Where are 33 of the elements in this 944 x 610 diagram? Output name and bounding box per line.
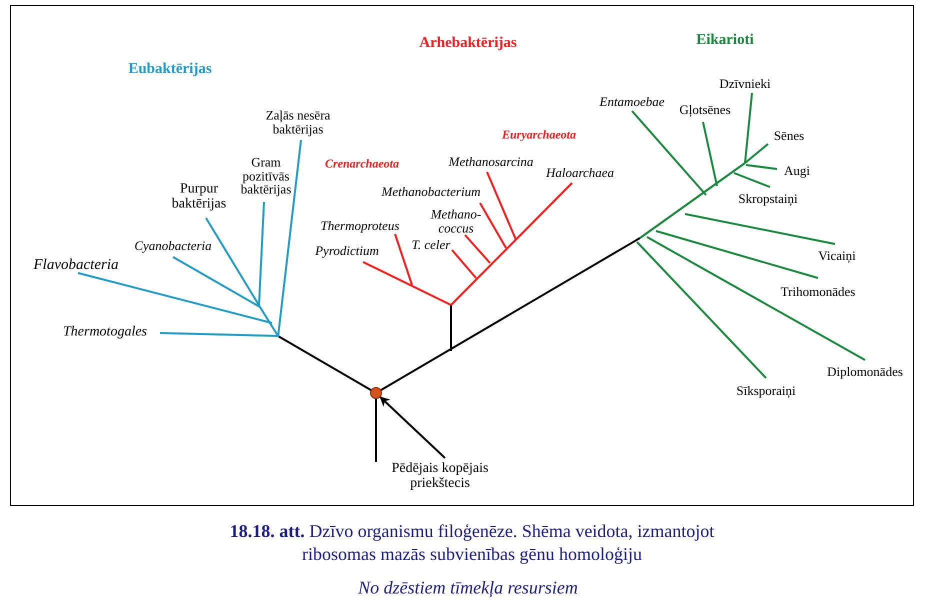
taxon-label: Purpur baktērijas (170, 182, 228, 212)
taxon-label: Haloarchaea (546, 166, 614, 180)
taxon-label: Pyrodictium (315, 244, 379, 258)
ancestor-label: Pēdējais kopējais priekštecis (385, 461, 495, 492)
taxon-label: Thermoproteus (320, 219, 400, 233)
taxon-label: Trihomonādes (780, 285, 856, 299)
taxon-label: Methano- coccus (430, 207, 482, 235)
subgroup-heading: Euryarchaeota (502, 128, 576, 142)
group-heading: Eubaktērijas (128, 62, 212, 78)
group-heading: Eikarioti (696, 33, 754, 49)
taxon-label: Gram pozitīvās baktērijas (240, 156, 292, 196)
taxon-label: Dzīvnieki (719, 77, 771, 91)
root-node-dot (370, 387, 382, 399)
taxon-label: Cyanobacteria (134, 239, 212, 253)
taxon-label: Flavobacteria (34, 258, 118, 274)
taxon-label: Skropstaiņi (738, 192, 798, 206)
taxon-label: Entamoebae (600, 95, 664, 109)
subgroup-heading: Crenarchaeota (325, 158, 399, 170)
source-note: No dzēstiem tīmekļa resursiem (358, 578, 578, 598)
taxon-label: Thermotogales (63, 326, 147, 340)
figure-caption: 18.18. att. Dzīvo organismu filoģenēze. Shēma veidota, izmantojot ribosomas mazās subvienības gēnu homoloģiju (228, 520, 716, 565)
taxon-label: Methanosarcina (448, 155, 534, 169)
group-heading: Arhebaktērijas (419, 36, 517, 52)
taxon-label: Gļotsēnes (679, 103, 731, 117)
taxon-label: Sēnes (774, 129, 804, 143)
taxon-label: Sīksporaiņi (736, 384, 796, 398)
taxon-label: Vicaiņi (818, 249, 856, 263)
taxon-label: Zaļās nesēra baktērijas (264, 108, 332, 136)
taxon-label: Diplomonādes (827, 365, 903, 379)
taxon-label: Augi (784, 164, 810, 178)
pointer-arrow (380, 396, 446, 459)
taxon-label: T. celer (412, 238, 450, 252)
taxon-label: Methanobacterium (382, 185, 480, 199)
